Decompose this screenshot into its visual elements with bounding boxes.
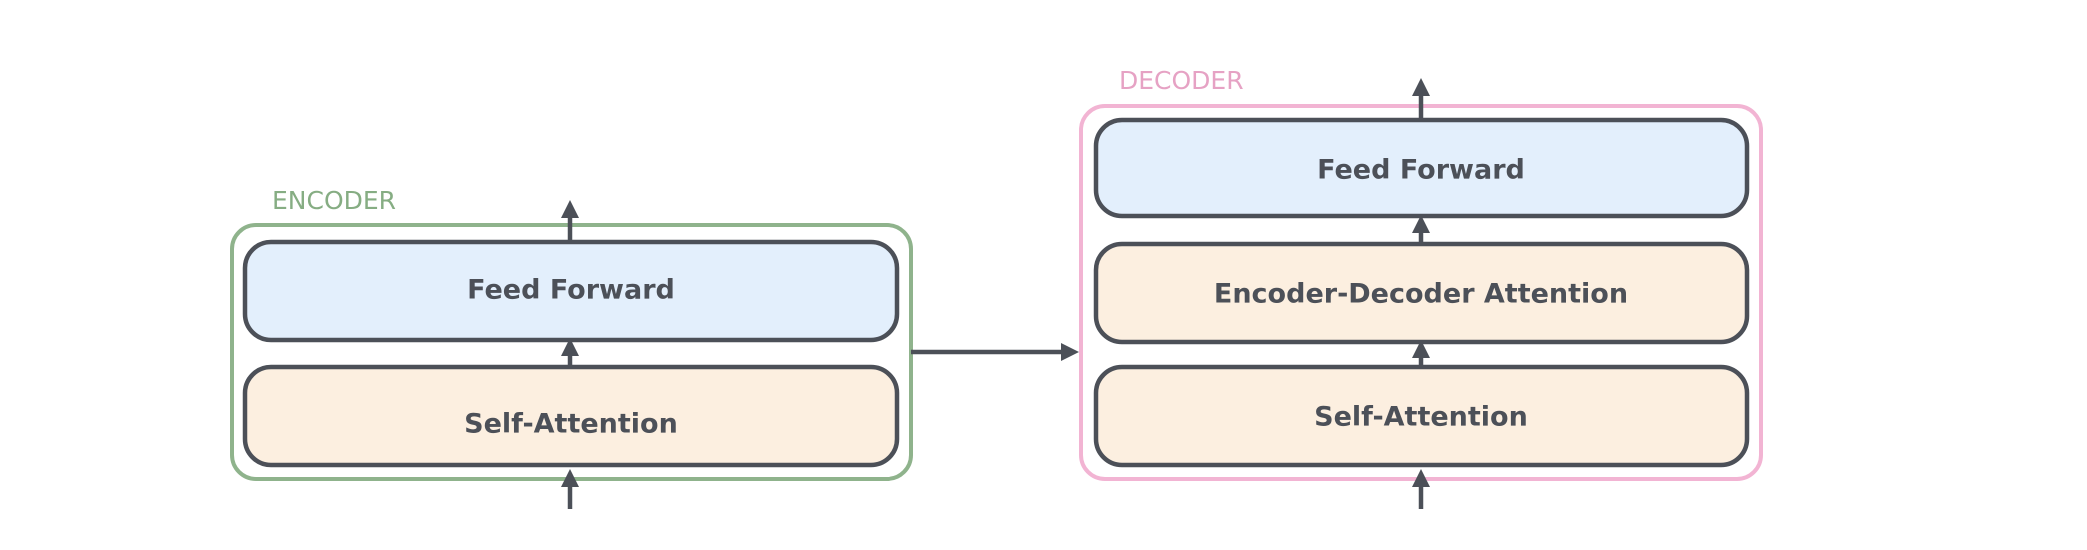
encoder-self-attention-label: Self-Attention bbox=[464, 409, 678, 440]
decoder-enc-dec-attention-label: Encoder-Decoder Attention bbox=[1214, 279, 1628, 310]
encoder-self-attention-block bbox=[242, 364, 900, 468]
decoder-self-attention-block bbox=[1093, 364, 1750, 468]
decoder-enc-dec-attention-block bbox=[1093, 241, 1750, 345]
decoder-group: DECODER Self-Attention Encoder-Decoder A… bbox=[1079, 66, 1763, 509]
encoder-label: ENCODER bbox=[272, 186, 396, 215]
decoder-feed-forward-block bbox=[1093, 117, 1750, 219]
decoder-label: DECODER bbox=[1119, 66, 1244, 95]
encoder-group: ENCODER Self-Attention Feed Forward bbox=[230, 186, 913, 509]
encoder-feed-forward-label: Feed Forward bbox=[467, 275, 675, 306]
encoder-feed-forward-block bbox=[242, 239, 900, 343]
decoder-feed-forward-label: Feed Forward bbox=[1317, 155, 1525, 186]
decoder-self-attention-label: Self-Attention bbox=[1314, 402, 1528, 433]
